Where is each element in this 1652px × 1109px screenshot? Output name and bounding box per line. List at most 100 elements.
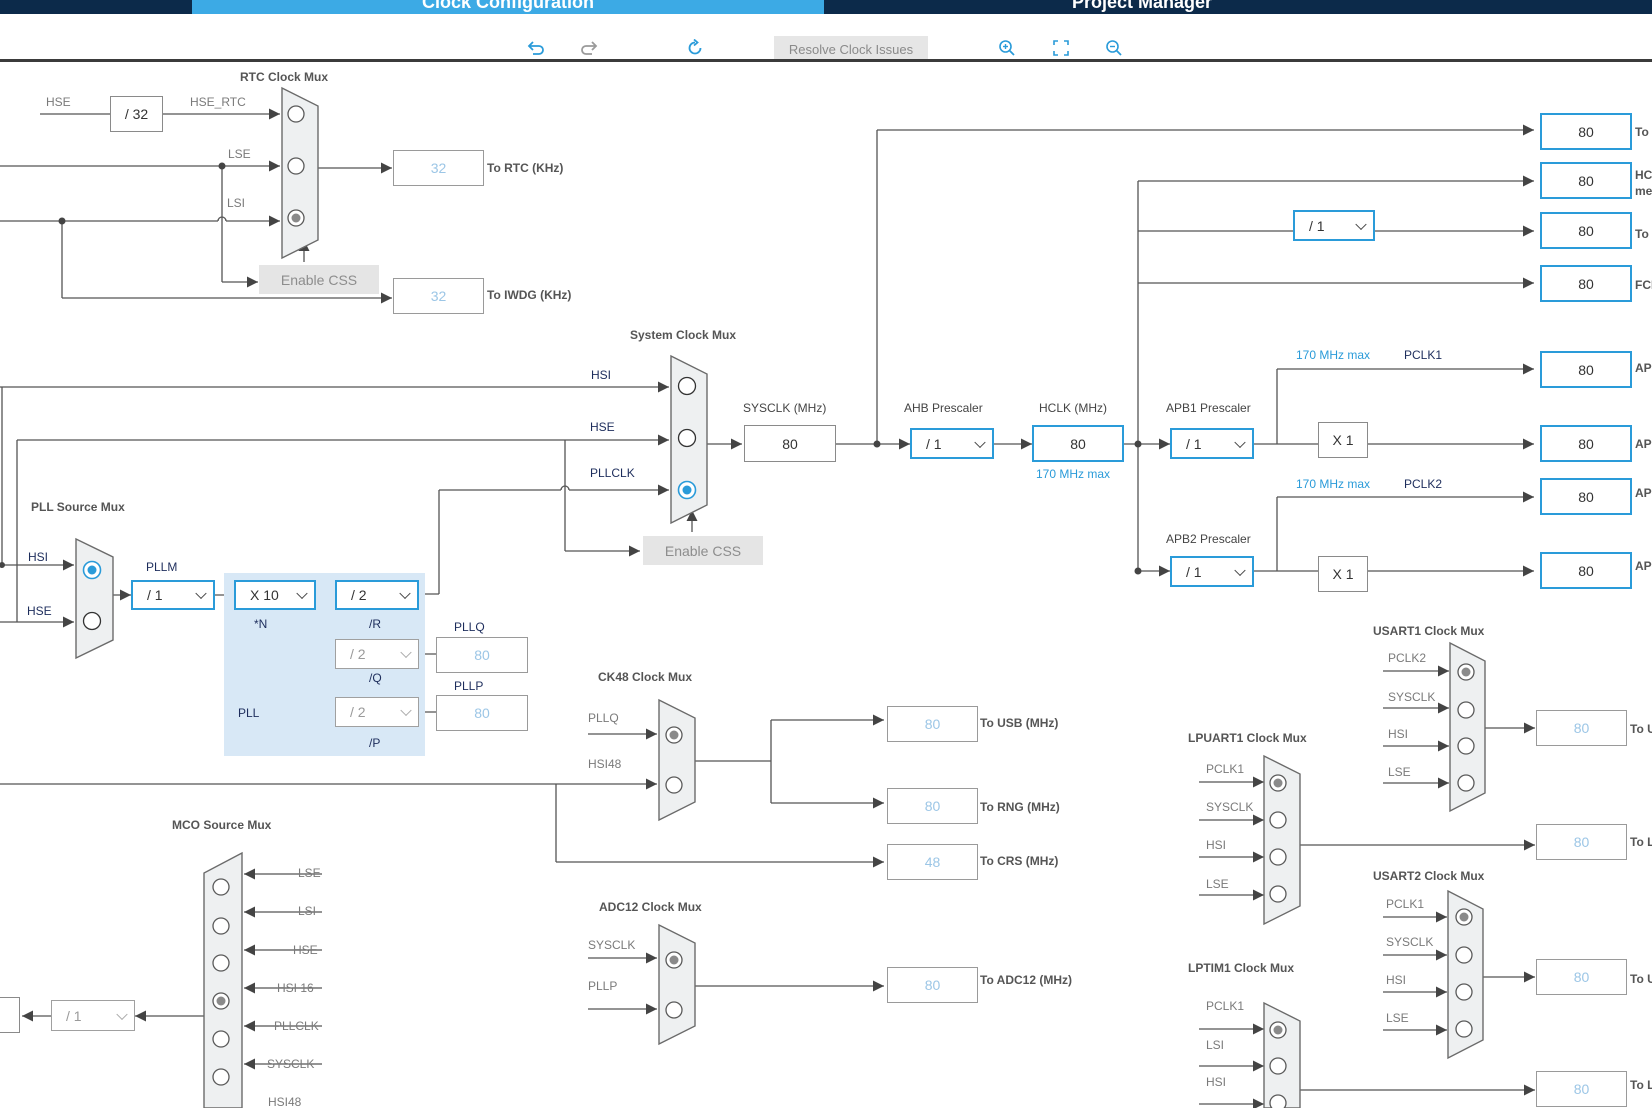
sys-pllclk-label: PLLCLK <box>590 466 635 480</box>
div1-select[interactable]: / 1 <box>1293 210 1375 241</box>
mco-input-label: SYSCLK <box>267 1057 315 1071</box>
undo-icon[interactable] <box>521 33 551 63</box>
apb1-max-label: 170 MHz max <box>1296 348 1371 362</box>
toolbar-divider <box>0 59 1652 62</box>
pclk2-label: PCLK2 <box>1404 477 1443 491</box>
pllm-select[interactable]: / 1 <box>131 580 215 610</box>
lptim1-input-label: HSI <box>1206 1075 1227 1089</box>
plln-select[interactable]: X 10 <box>234 580 316 610</box>
mco-input-label: LSE <box>298 866 321 880</box>
to-rtc-value: 32 <box>393 150 484 186</box>
lptim1-input-label: LSI <box>1206 1038 1225 1052</box>
sysclk-label: SYSCLK (MHz) <box>743 401 827 415</box>
ck48-mux-title: CK48 Clock Mux <box>598 670 693 684</box>
redo-icon[interactable] <box>574 33 604 63</box>
to-usart2-label: To U <box>1630 972 1652 986</box>
pllr-select[interactable]: / 2 <box>335 580 419 610</box>
output-value: 80 <box>1540 162 1632 199</box>
lpuart1-input-label: HSI <box>1206 838 1227 852</box>
hclk-max-label: 170 MHz max <box>1036 467 1111 481</box>
to-usart1-label: To U <box>1630 722 1652 736</box>
usart1-clock-mux <box>1449 641 1486 813</box>
lpuart1-clock-mux <box>1263 754 1301 926</box>
usart1-input-label: HSI <box>1388 727 1409 741</box>
usart1-mux-title: USART1 Clock Mux <box>1373 624 1485 638</box>
lpuart1-mux-title: LPUART1 Clock Mux <box>1188 731 1307 745</box>
ck48-clock-mux <box>658 698 696 822</box>
output-label-line2: mem <box>1635 184 1652 198</box>
adc-pllp-label: PLLP <box>588 979 618 993</box>
zoom-in-icon[interactable] <box>992 33 1022 63</box>
fit-screen-icon[interactable] <box>1046 33 1076 63</box>
mco-mux-title: MCO Source Mux <box>172 818 272 832</box>
output-value: 80 <box>1540 212 1632 249</box>
ahb-prescaler-label: AHB Prescaler <box>904 401 983 415</box>
pll-hsi-label: HSI <box>28 550 49 564</box>
to-rng-value: 80 <box>887 788 978 824</box>
to-lpuart1-value: 80 <box>1536 824 1627 860</box>
pllp-select[interactable]: / 2 <box>335 697 419 727</box>
top-tab-bar: Clock Configuration Project Manager <box>0 0 1652 14</box>
sys-enable-css-button[interactable]: Enable CSS <box>643 536 763 565</box>
pll-source-mux <box>75 537 114 660</box>
refresh-icon[interactable] <box>680 33 710 63</box>
system-mux-title: System Clock Mux <box>630 328 737 342</box>
mco-input-label: LSI <box>298 904 317 918</box>
adc-sysclk-label: SYSCLK <box>588 938 636 952</box>
hclk-label: HCLK (MHz) <box>1039 401 1107 415</box>
mco-input-label: HSI 16 <box>277 981 314 995</box>
zoom-out-icon[interactable] <box>1099 33 1129 63</box>
mco-source-mux <box>203 851 243 1108</box>
apb1-prescaler-label: APB1 Prescaler <box>1166 401 1251 415</box>
sys-radio-hse <box>677 428 697 448</box>
adc12-mux-title: ADC12 Clock Mux <box>599 900 702 914</box>
ck48-pllq-label: PLLQ <box>588 711 619 725</box>
output-value: 80 <box>1540 351 1632 388</box>
lptim1-clock-mux <box>1263 1001 1301 1108</box>
toolbar: Resolve Clock Issues <box>0 14 1652 63</box>
output-label: HCLK <box>1635 168 1652 182</box>
plln-label: *N <box>254 617 268 631</box>
mco-output-value <box>0 997 20 1033</box>
mco-input-label: PLLCLK <box>274 1019 319 1033</box>
usart2-clock-mux <box>1447 889 1484 1060</box>
apb2-prescaler-select[interactable]: / 1 <box>1170 556 1254 587</box>
to-usart2-value: 80 <box>1536 959 1627 995</box>
pllq-select[interactable]: / 2 <box>335 639 419 669</box>
ahb-prescaler-select[interactable]: / 1 <box>910 428 994 459</box>
hclk-input[interactable]: 80 <box>1032 425 1124 462</box>
output-label: FCLK <box>1635 278 1652 292</box>
resolve-clock-issues-button[interactable]: Resolve Clock Issues <box>774 36 928 62</box>
lpuart1-input-label: SYSCLK <box>1206 800 1254 814</box>
usart2-input-label: SYSCLK <box>1386 935 1434 949</box>
mco-divider-select[interactable]: / 1 <box>51 1000 135 1031</box>
usart1-input-label: LSE <box>1388 765 1411 779</box>
pllq-value: 80 <box>436 637 528 673</box>
pll-label: PLL <box>238 706 260 720</box>
to-usb-value: 80 <box>887 706 978 742</box>
output-label: To <box>1635 125 1649 139</box>
to-crs-value: 48 <box>887 844 978 880</box>
rtc-mux-title: RTC Clock Mux <box>240 70 329 84</box>
rtc-radio-hse <box>287 105 305 123</box>
tab-project-manager[interactable]: Project Manager <box>826 0 1458 14</box>
apb1-prescaler-select[interactable]: / 1 <box>1170 428 1254 459</box>
output-value: 80 <box>1540 478 1632 515</box>
usart1-input-label: SYSCLK <box>1388 690 1436 704</box>
sys-radio-hsi <box>677 376 697 396</box>
rtc-lsi-label: LSI <box>227 196 246 210</box>
to-adc12-label: To ADC12 (MHz) <box>980 973 1072 987</box>
output-value: 80 <box>1540 113 1632 150</box>
pll-hse-label: HSE <box>27 604 52 618</box>
apb1-timer-multiplier: X 1 <box>1318 422 1368 458</box>
lpuart1-input-label: PCLK1 <box>1206 762 1245 776</box>
rtc-enable-css-button[interactable]: Enable CSS <box>259 265 379 294</box>
pll-source-mux-title: PLL Source Mux <box>31 500 125 514</box>
to-adc12-value: 80 <box>887 967 978 1003</box>
tab-clock-configuration[interactable]: Clock Configuration <box>192 0 824 14</box>
output-value: 80 <box>1540 265 1632 302</box>
hse-rtc-label: HSE_RTC <box>190 95 246 109</box>
lptim1-input-label: PCLK1 <box>1206 999 1245 1013</box>
ck48-hsi48-label: HSI48 <box>588 757 622 771</box>
